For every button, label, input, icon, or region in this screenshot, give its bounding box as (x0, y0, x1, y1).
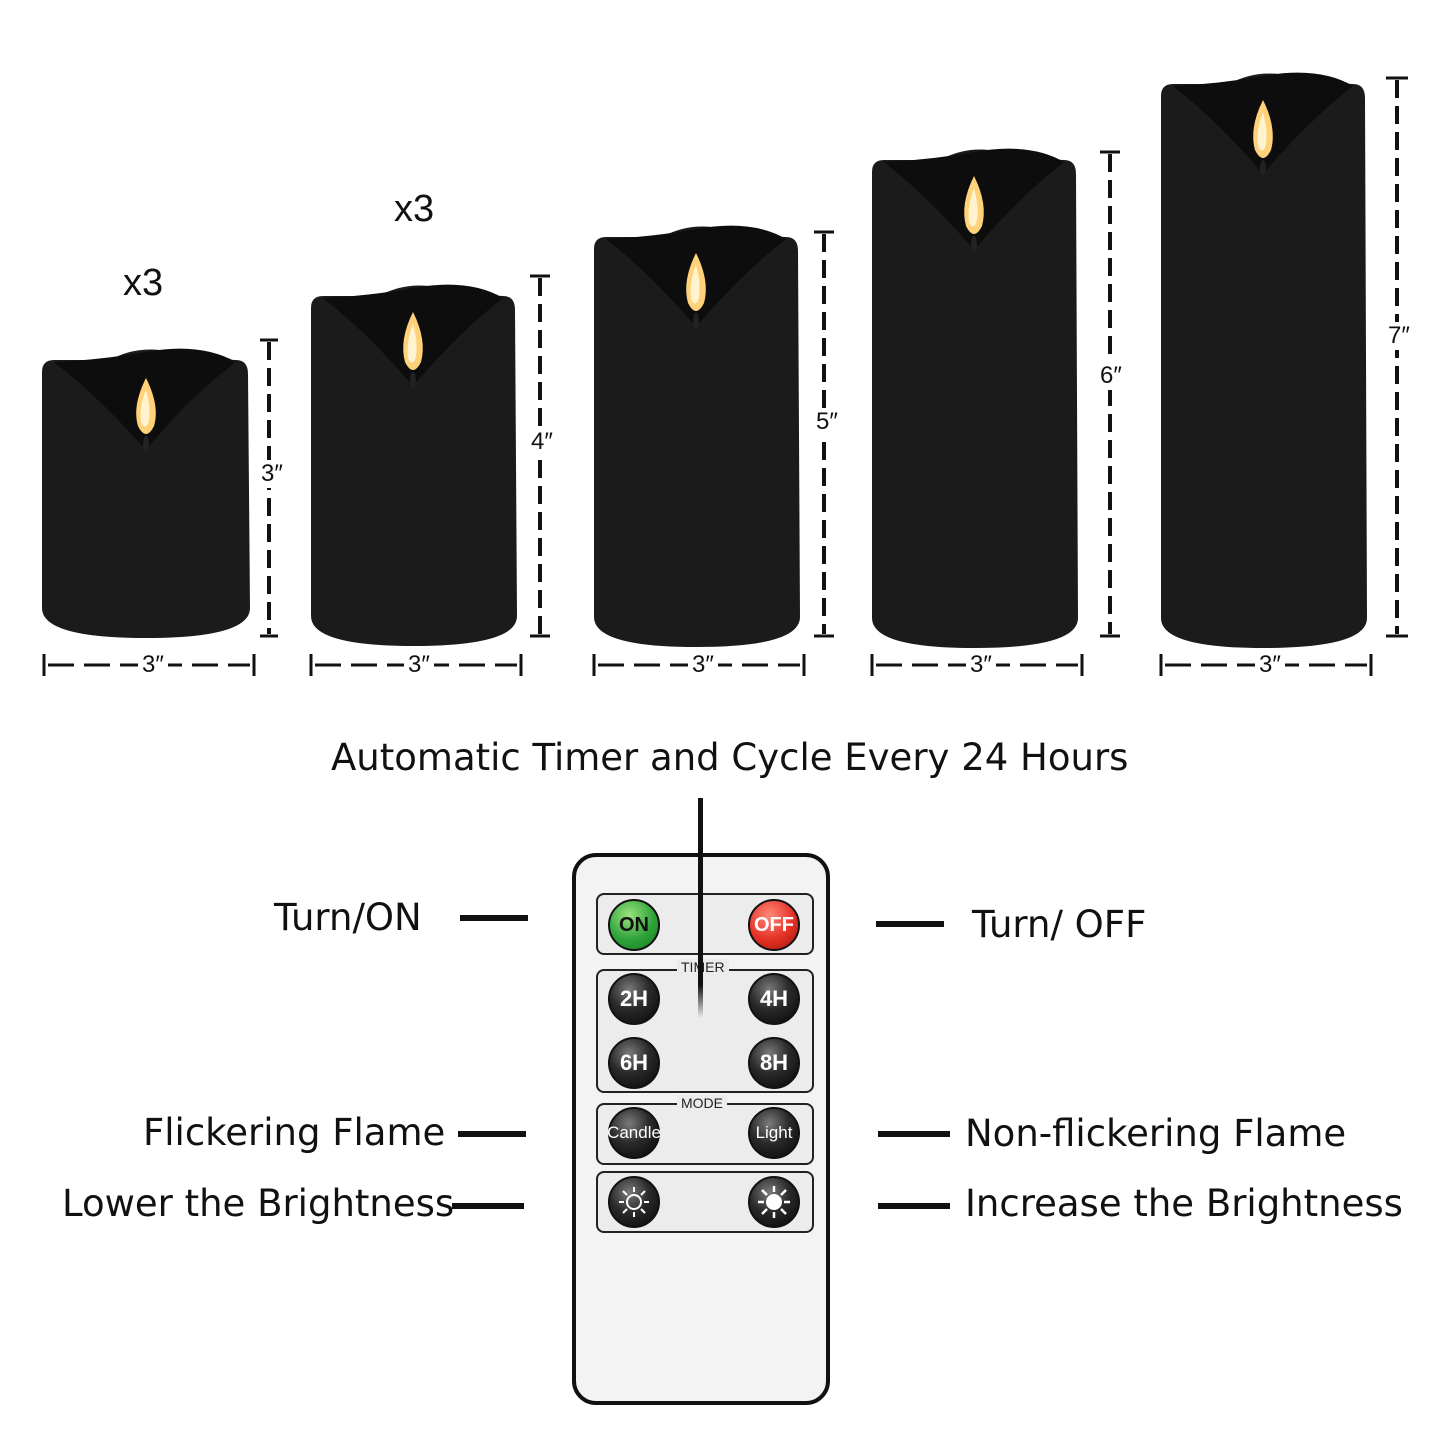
turn-off-leader (876, 921, 944, 927)
on-button[interactable]: ON (608, 899, 660, 951)
candle-5-height-dimension (1386, 76, 1408, 638)
candle-3-height-label: 5″ (816, 408, 838, 436)
candle-3-width-label: 3″ (688, 651, 718, 679)
candle-3-width-dimension (592, 654, 806, 680)
candle-5-width-dimension (1159, 654, 1373, 680)
candle-5 (1159, 70, 1369, 648)
candle-1-height-label: 3″ (261, 460, 283, 488)
candle-3 (592, 223, 802, 647)
candle-1-width-dimension (42, 654, 256, 680)
flickering-flame-leader (458, 1131, 526, 1137)
candle-1 (40, 346, 252, 638)
increase-brightness-leader (878, 1203, 950, 1209)
light-mode-button[interactable]: Light (748, 1107, 800, 1159)
flickering-flame-label: Flickering Flame (143, 1111, 446, 1154)
candle-3-image (594, 225, 800, 647)
candle-mode-button[interactable]: Candle (607, 1107, 661, 1159)
non-flickering-flame-label: Non-flickering Flame (965, 1112, 1347, 1155)
non-flickering-flame-leader (878, 1131, 950, 1137)
candle-5-image (1161, 72, 1367, 648)
candle-2-width-label: 3″ (404, 651, 434, 679)
sun-outline-icon (619, 1187, 649, 1217)
candle-1-quantity: x3 (123, 262, 164, 304)
candle-1-image (42, 348, 250, 638)
candle-4 (870, 146, 1080, 648)
candle-4-width-label: 3″ (966, 651, 996, 679)
sun-filled-icon (758, 1186, 790, 1218)
off-button[interactable]: OFF (748, 899, 800, 951)
candle-2-height-dimension (530, 274, 550, 638)
brightness-up-button[interactable] (748, 1176, 800, 1228)
timer-caption: Automatic Timer and Cycle Every 24 Hours (331, 736, 1129, 779)
lower-brightness-leader (452, 1203, 524, 1209)
candle-1-width-label: 3″ (138, 651, 168, 679)
candle-2-quantity: x3 (394, 188, 435, 230)
brightness-down-button[interactable] (608, 1176, 660, 1228)
turn-off-label: Turn/ OFF (972, 903, 1147, 946)
turn-on-label: Turn/ON (274, 896, 422, 939)
candle-1-height-dimension (260, 338, 280, 638)
timer-8h-button[interactable]: 8H (748, 1037, 800, 1089)
candle-4-image (872, 148, 1078, 648)
timer-pointer-line (698, 798, 703, 1018)
timer-6h-button[interactable]: 6H (608, 1037, 660, 1089)
lower-brightness-label: Lower the Brightness (62, 1182, 455, 1225)
turn-on-leader (460, 915, 528, 921)
candle-2-height-label: 4″ (531, 428, 553, 456)
candle-5-height-label: 7″ (1388, 322, 1410, 350)
timer-2h-button[interactable]: 2H (608, 973, 660, 1025)
mode-panel-title: MODE (677, 1095, 727, 1111)
increase-brightness-label: Increase the Brightness (965, 1182, 1403, 1225)
candle-4-height-label: 6″ (1100, 362, 1122, 390)
candle-4-width-dimension (870, 654, 1084, 680)
candle-2-image (311, 284, 517, 646)
candle-4-height-dimension (1100, 150, 1120, 638)
timer-4h-button[interactable]: 4H (748, 973, 800, 1025)
candle-5-width-label: 3″ (1255, 651, 1285, 679)
candle-2-width-dimension (309, 654, 523, 680)
candle-2 (309, 282, 519, 646)
